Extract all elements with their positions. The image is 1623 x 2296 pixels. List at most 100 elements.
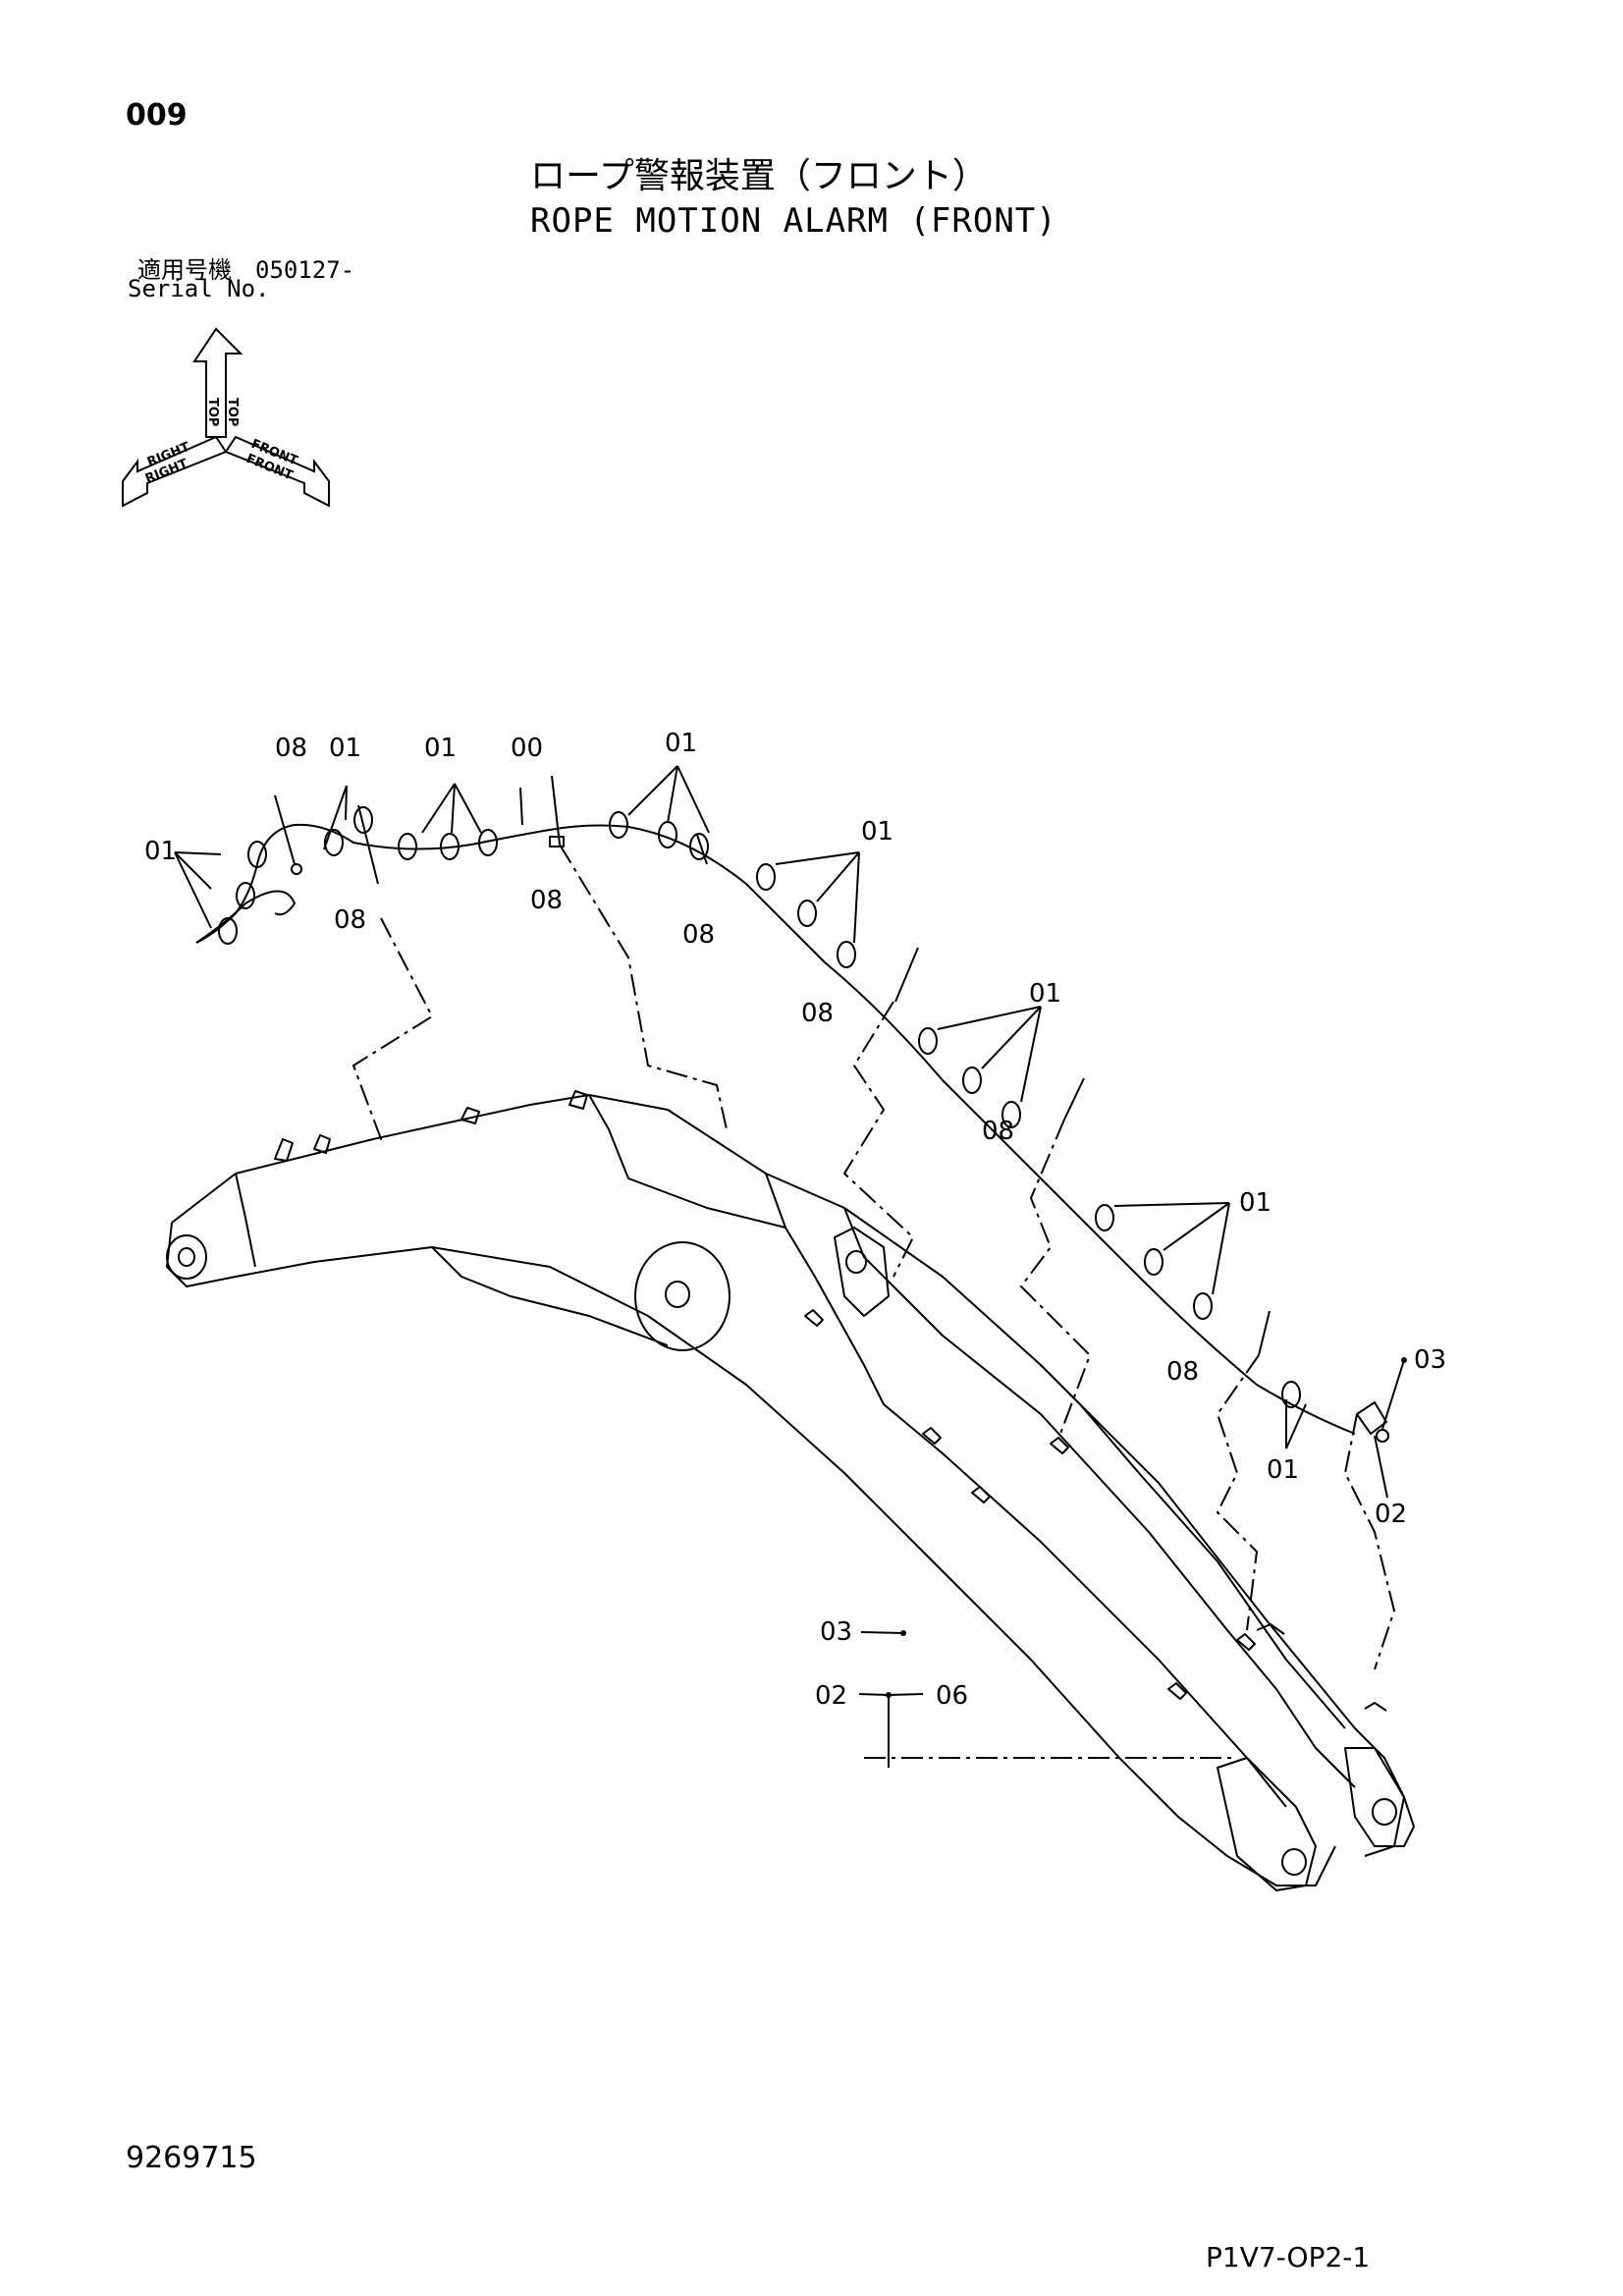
boom-clamp (1050, 1437, 1069, 1454)
callout-01: 01 (1029, 979, 1061, 1009)
leader-line-01 (627, 765, 710, 834)
boom-top-inner (1040, 1364, 1346, 1729)
callout-01: 01 (329, 734, 361, 763)
boom-underside-line (431, 1246, 669, 1346)
bolt (551, 775, 561, 846)
bolt (1063, 1077, 1085, 1121)
callout-03: 03 (820, 1617, 852, 1647)
leader-line-01 (1113, 1202, 1230, 1295)
harness-clamp (324, 829, 344, 856)
boom-tip-lug-left (1217, 1757, 1317, 1891)
boom-clamp (1364, 1702, 1387, 1712)
harness-clamp (797, 900, 817, 927)
leader-line-01 (775, 851, 860, 944)
boom-clamp (460, 1107, 480, 1124)
assembly-line (1019, 1119, 1092, 1435)
harness-clamp (1281, 1381, 1301, 1408)
orientation-indicator: TOP TOP RIGHT RIGHT FRONT FRONT (122, 327, 330, 508)
boom-clamp (1167, 1682, 1187, 1700)
assembly-line (1343, 1413, 1396, 1670)
boom-clamp (568, 1090, 588, 1110)
bolt (1258, 1310, 1271, 1356)
harness-clamp (478, 829, 498, 856)
harness-clamp (609, 811, 628, 839)
callout-08: 08 (682, 920, 715, 950)
rope-sensor (1356, 1401, 1387, 1435)
assembly-line (1216, 1354, 1260, 1631)
boom-side-panel (765, 1173, 885, 1405)
harness-clamp (247, 841, 267, 868)
arm-cylinder-bracket (834, 1227, 890, 1317)
callout-dot (1401, 1357, 1407, 1363)
callout-01: 01 (861, 817, 893, 847)
title-japanese: ロープ警報装置（フロント） (530, 156, 988, 196)
harness-clamp (1001, 1101, 1021, 1128)
boom-clamp (313, 1134, 331, 1154)
leader-line-02 (1374, 1435, 1388, 1499)
harness-clamp (689, 833, 709, 860)
callout-01: 01 (1267, 1455, 1299, 1485)
boom-clamp (1256, 1623, 1285, 1635)
page-number: 009 (126, 98, 188, 133)
bolt (357, 804, 379, 885)
callout-08: 08 (530, 886, 563, 915)
leader-line-00 (519, 787, 523, 826)
leader-line-01 (421, 783, 482, 834)
callout-01: 01 (424, 734, 457, 763)
leader-line-01 (1285, 1399, 1307, 1449)
orientation-top-label-2: TOP (225, 398, 240, 426)
boom-side-lower (883, 1403, 1287, 1808)
boom-end-line (235, 1173, 256, 1268)
title-english: ROPE MOTION ALARM (FRONT) (530, 201, 1057, 241)
cylinder-boss (634, 1241, 730, 1351)
boom-mid-panel (588, 1094, 786, 1229)
bolt (274, 794, 296, 865)
callout-08: 08 (801, 999, 834, 1028)
callout-02: 02 (815, 1681, 847, 1711)
boom-clamp (1236, 1633, 1256, 1651)
rope-sensor (1376, 1429, 1389, 1443)
harness-clamp (398, 833, 417, 860)
boom-clamp (804, 1309, 824, 1327)
harness-clamp (236, 882, 255, 909)
callout-03: 03 (1414, 1345, 1446, 1375)
page-code: P1V7-OP2-1 (1206, 2241, 1371, 2273)
harness-clamp (440, 833, 460, 860)
assembly-line (352, 917, 434, 1145)
harness-clamp (218, 917, 238, 945)
callout-dot (900, 1630, 906, 1636)
harness-clamp (353, 806, 373, 834)
assembly-line (559, 844, 728, 1130)
document-number: 9269715 (126, 2141, 257, 2175)
callout-08: 08 (334, 905, 366, 935)
callout-08: 08 (275, 734, 307, 763)
callout-08: 08 (1166, 1357, 1199, 1387)
harness-clamp (1193, 1292, 1213, 1320)
boom-inner-line (843, 1207, 1356, 1788)
callout-01: 01 (144, 837, 177, 866)
callout-08: 08 (982, 1117, 1014, 1146)
bolt (894, 947, 919, 1003)
callout-01: 01 (665, 729, 697, 758)
leader-line-01 (174, 851, 222, 929)
orientation-top-label: TOP (205, 398, 220, 426)
foot-pin-boss (166, 1234, 207, 1280)
harness-end-loop (195, 890, 296, 944)
harness-clamp (837, 941, 856, 968)
rope-alarm-harness (195, 823, 1356, 1435)
boom-tip-pin-hole-right (1372, 1798, 1397, 1826)
serial-label-japanese: 適用号機 050127- (137, 256, 355, 284)
front-arrow-icon (224, 435, 330, 508)
callout-dot (886, 1692, 892, 1698)
top-arrow-icon (192, 327, 243, 438)
boom-tip-lug-right (1344, 1747, 1415, 1847)
harness-clamp (1095, 1204, 1114, 1231)
harness-clamp (962, 1066, 982, 1094)
harness-clamp (918, 1027, 938, 1055)
bracket-pin-hole (845, 1250, 867, 1274)
callout-00: 00 (511, 734, 543, 763)
leader-line-01 (937, 1006, 1042, 1103)
callout-02: 02 (1375, 1500, 1407, 1529)
boom-bottom-edge (166, 1222, 1336, 1886)
